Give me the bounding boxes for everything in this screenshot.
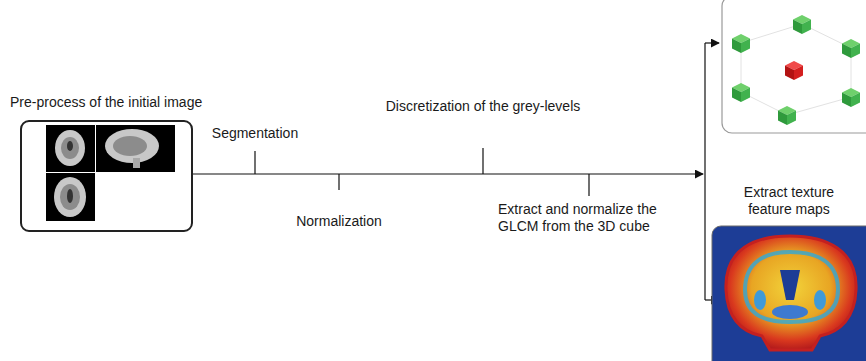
step-label: Extract and normalize the GLCM from the … bbox=[498, 201, 683, 235]
voxel-cube bbox=[732, 83, 750, 102]
neighbourhood-panel bbox=[722, 0, 866, 133]
brain-heatmap bbox=[745, 252, 838, 322]
box-heading: Pre-process of the initial image bbox=[10, 94, 202, 111]
brain-slice bbox=[55, 130, 85, 166]
voxel-cube bbox=[842, 88, 860, 107]
mri-panel bbox=[96, 125, 175, 172]
brain-heatmap bbox=[726, 236, 856, 350]
voxel-cube bbox=[842, 39, 860, 58]
brain-heatmap bbox=[814, 290, 826, 310]
step-tick bbox=[482, 148, 483, 174]
branch-line bbox=[704, 43, 705, 300]
brain-slice bbox=[113, 136, 147, 156]
brain-slice bbox=[67, 141, 73, 151]
brain-heatmap bbox=[772, 305, 808, 319]
center-voxel bbox=[785, 61, 803, 80]
feature-map bbox=[712, 226, 866, 361]
grid-line bbox=[741, 24, 851, 115]
brain-slice bbox=[54, 177, 86, 217]
brain-slice bbox=[61, 137, 79, 159]
step-tick bbox=[338, 174, 339, 190]
branch-arrow bbox=[705, 42, 719, 43]
step-label: Normalization bbox=[274, 213, 404, 230]
voxel-cube bbox=[732, 34, 750, 53]
step-label: Discretization of the grey-levels bbox=[363, 98, 603, 115]
brain-slice bbox=[105, 129, 159, 163]
step-tick bbox=[588, 174, 589, 196]
voxel-cube bbox=[778, 106, 796, 125]
brain-heatmap bbox=[780, 270, 800, 300]
brain-slice bbox=[67, 189, 73, 203]
mri-panel bbox=[46, 173, 95, 221]
pipeline-arrow bbox=[193, 173, 703, 174]
brain-heatmap bbox=[754, 290, 766, 310]
mri-panel bbox=[46, 125, 95, 172]
voxel-cube bbox=[793, 15, 811, 34]
brain-slice bbox=[60, 184, 80, 210]
output-label: Extract texture feature maps bbox=[734, 184, 844, 218]
brain-slice bbox=[133, 158, 140, 168]
step-label: Segmentation bbox=[190, 125, 320, 142]
step-tick bbox=[254, 151, 255, 174]
image-box: Pre-process of the initial image bbox=[20, 120, 193, 232]
